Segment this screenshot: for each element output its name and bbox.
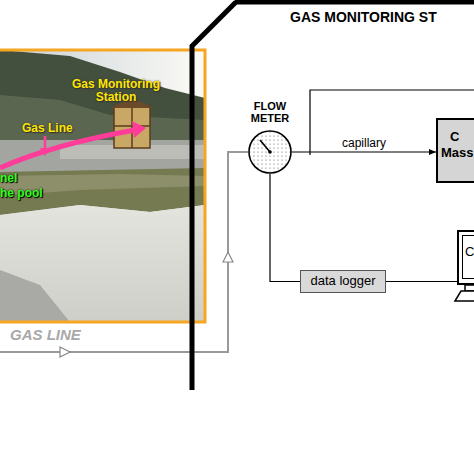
flow-meter-dial <box>248 130 292 174</box>
station-title: GAS MONITORING ST <box>290 9 437 25</box>
dial-pivot <box>268 150 272 154</box>
station-wall <box>192 2 474 390</box>
photo-label: Gas Line <box>22 122 73 135</box>
station-outline <box>190 0 474 400</box>
photo-label: Gas Monitoring Station <box>66 78 166 104</box>
flow-direction-arrow <box>60 347 70 357</box>
flow-direction-arrow <box>223 252 233 262</box>
screen-text: C <box>465 244 474 259</box>
flow-meter-heading: FLOW METER <box>245 100 295 124</box>
dial-face <box>249 131 291 173</box>
photo-label: nel <box>0 172 17 185</box>
gas-line-wire <box>0 152 248 352</box>
site-photo <box>0 50 205 322</box>
data-logger-box: data logger <box>300 270 386 293</box>
connector-line <box>386 281 457 282</box>
photo-label: GAS LINE <box>10 326 81 343</box>
photo-label: he pool <box>0 187 43 200</box>
box-text: C <box>438 129 474 145</box>
connector-label: capillary <box>342 136 386 150</box>
station-boundary: GAS MONITORING STFLOW METERCMassdata log… <box>190 0 474 400</box>
connector-line <box>270 174 300 282</box>
flow-meter-circle: FLOW METER <box>248 130 292 174</box>
stand-base <box>455 291 474 301</box>
computer-monitor: C <box>457 230 474 285</box>
computer-stand <box>453 285 474 315</box>
box-text: data logger <box>301 271 385 291</box>
stand-neck <box>465 285 474 291</box>
mass-spectrometer-box: CMass <box>436 118 474 183</box>
box-text: Mass <box>438 145 474 161</box>
connector-line <box>292 151 436 152</box>
dial-needle <box>260 140 270 152</box>
photo-frame <box>0 50 205 322</box>
